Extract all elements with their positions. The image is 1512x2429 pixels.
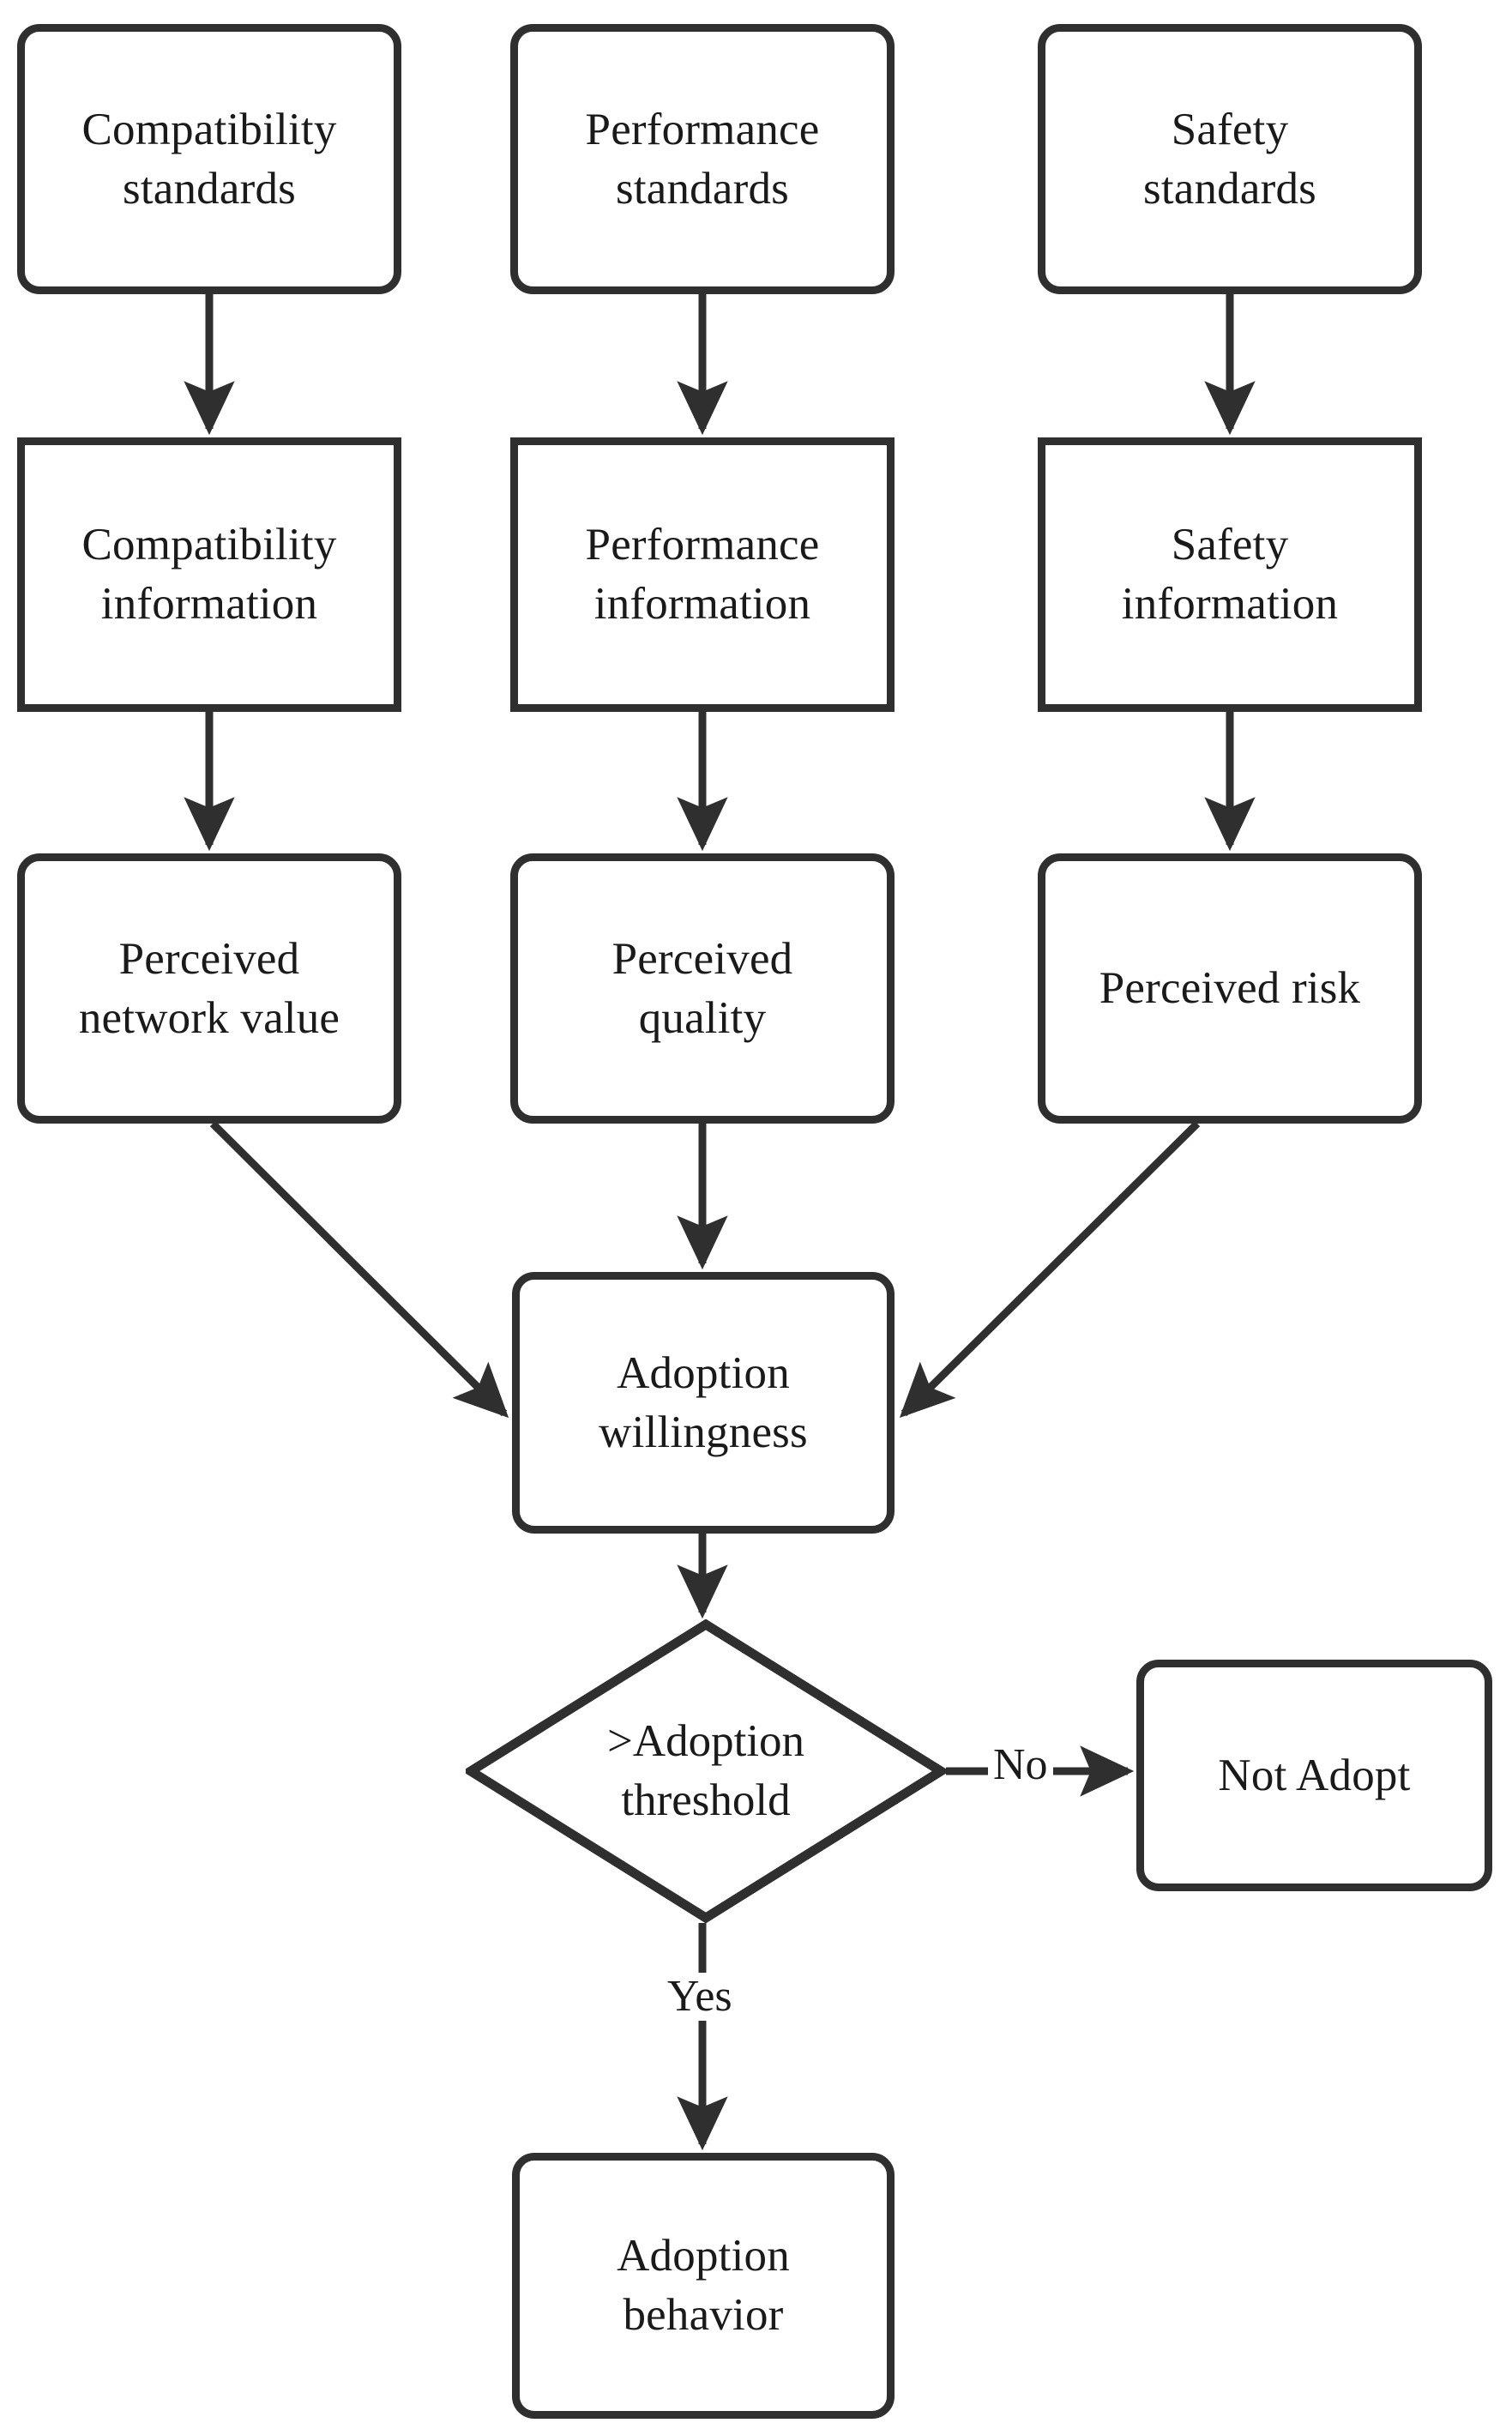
edge-label-yes: Yes — [662, 1973, 738, 2021]
node-perceived-network-value[interactable]: Perceived network value — [17, 853, 401, 1124]
node-perceived-quality[interactable]: Perceived quality — [510, 853, 895, 1124]
node-label: Perceived quality — [611, 933, 793, 1043]
node-compatibility-information[interactable]: Compatibility information — [17, 437, 401, 712]
edge-label-no: No — [988, 1741, 1053, 1789]
node-not-adopt[interactable]: Not Adopt — [1136, 1660, 1492, 1891]
node-label: Not Adopt — [1218, 1750, 1411, 1800]
node-performance-standards[interactable]: Performance standards — [510, 24, 895, 294]
node-label: Perceived risk — [1099, 963, 1361, 1014]
connector-risk-to-willingness — [899, 1120, 1201, 1419]
node-perceived-risk[interactable]: Perceived risk — [1038, 853, 1422, 1124]
node-label: Adoption behavior — [617, 2231, 790, 2340]
node-label: Performance standards — [585, 104, 820, 214]
node-label: Perceived network value — [78, 933, 340, 1043]
node-label: Safety standards — [1143, 104, 1316, 214]
node-adoption-behavior[interactable]: Adoption behavior — [512, 2153, 895, 2419]
node-label: Compatibility standards — [81, 104, 337, 214]
node-label: >Adoption threshold — [606, 1716, 805, 1825]
node-adoption-willingness[interactable]: Adoption willingness — [512, 1272, 895, 1534]
node-label: Compatibility information — [81, 520, 337, 629]
node-label: Adoption willingness — [599, 1347, 808, 1457]
node-safety-standards[interactable]: Safety standards — [1038, 24, 1422, 294]
node-label: Safety information — [1121, 520, 1339, 629]
diamond-shape — [461, 1618, 950, 1924]
node-adoption-threshold[interactable]: >Adoption threshold — [461, 1618, 950, 1924]
node-performance-information[interactable]: Performance information — [510, 437, 895, 712]
node-label: Performance information — [585, 520, 820, 629]
connector-network-value-to-willingness — [209, 1120, 509, 1419]
node-safety-information[interactable]: Safety information — [1038, 437, 1422, 712]
node-compatibility-standards[interactable]: Compatibility standards — [17, 24, 401, 294]
